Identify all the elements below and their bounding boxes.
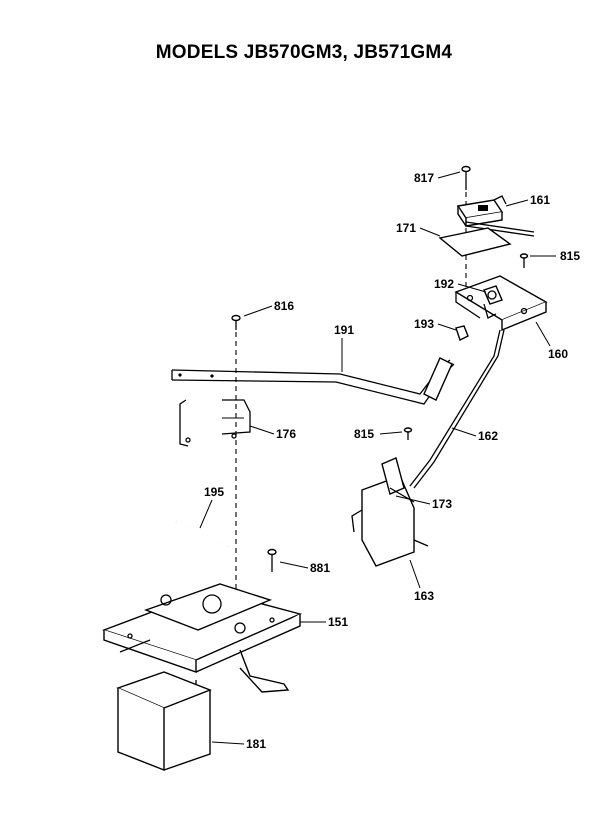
svg-text:881: 881 bbox=[310, 561, 330, 575]
svg-text:173: 173 bbox=[432, 497, 452, 511]
link-rod-162 bbox=[409, 329, 505, 489]
screw-881 bbox=[267, 548, 277, 572]
callout-815-upper: 815 bbox=[530, 249, 580, 263]
diagram-title: MODELS JB570GM3, JB571GM4 bbox=[155, 42, 453, 63]
svg-text:160: 160 bbox=[548, 347, 568, 361]
callout-191: 191 bbox=[334, 323, 354, 372]
callout-151: 151 bbox=[300, 615, 348, 629]
svg-text:815: 815 bbox=[560, 249, 580, 263]
svg-text:816: 816 bbox=[274, 299, 294, 313]
svg-text:176: 176 bbox=[276, 427, 296, 441]
motor-181 bbox=[116, 671, 212, 772]
callout-881: 881 bbox=[279, 561, 330, 575]
screw-815-upper bbox=[519, 253, 529, 268]
callout-176: 176 bbox=[249, 425, 296, 441]
lever-191 bbox=[171, 357, 455, 405]
svg-text:163: 163 bbox=[414, 589, 434, 603]
clip-193 bbox=[455, 325, 469, 341]
callout-815-lower: 815 bbox=[354, 427, 403, 441]
microswitch-161 bbox=[456, 195, 535, 237]
svg-text:193: 193 bbox=[414, 317, 434, 331]
callout-195: 195 bbox=[199, 485, 224, 529]
screw-815-lower bbox=[403, 427, 413, 440]
callout-181: 181 bbox=[211, 737, 266, 751]
svg-text:161: 161 bbox=[530, 193, 550, 207]
svg-text:171: 171 bbox=[396, 221, 416, 235]
callout-173: 173 bbox=[395, 495, 452, 511]
svg-text:192: 192 bbox=[434, 277, 454, 291]
callout-817: 817 bbox=[414, 171, 461, 185]
bracket-163 bbox=[351, 457, 429, 567]
callout-192: 192 bbox=[434, 277, 487, 293]
callout-162: 162 bbox=[451, 427, 498, 443]
svg-text:817: 817 bbox=[414, 171, 434, 185]
callout-160: 160 bbox=[535, 321, 568, 361]
callout-816: 816 bbox=[243, 299, 294, 317]
svg-text:151: 151 bbox=[328, 615, 348, 629]
svg-text:162: 162 bbox=[478, 429, 498, 443]
callout-171: 171 bbox=[396, 221, 441, 237]
svg-text:181: 181 bbox=[246, 737, 266, 751]
svg-text:815: 815 bbox=[354, 427, 374, 441]
bracket-160 bbox=[454, 275, 548, 332]
callout-163: 163 bbox=[409, 559, 434, 603]
latch-assembly-151 bbox=[101, 583, 303, 694]
svg-text:195: 195 bbox=[204, 485, 224, 499]
callout-193: 193 bbox=[414, 317, 457, 331]
screw-816 bbox=[231, 314, 241, 330]
insulator-171 bbox=[438, 227, 512, 257]
svg-text:191: 191 bbox=[334, 323, 354, 337]
screw-817 bbox=[461, 165, 471, 190]
pin-195 bbox=[175, 521, 229, 547]
spring-clip-176 bbox=[179, 399, 251, 447]
callout-161-upper: 161 bbox=[505, 193, 550, 207]
